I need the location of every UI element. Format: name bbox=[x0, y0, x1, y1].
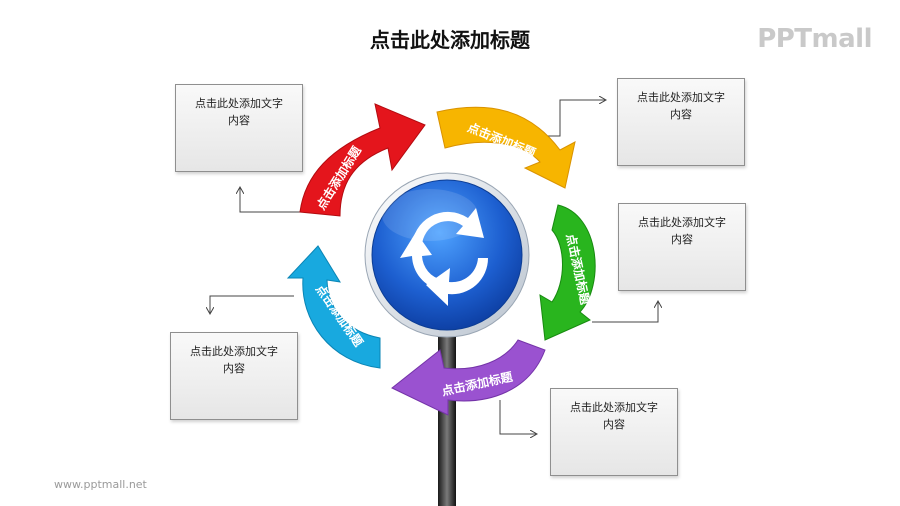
text-box-bottom-right[interactable]: 点击此处添加文字 内容 bbox=[550, 388, 678, 476]
arrow-red bbox=[299, 103, 426, 217]
text-box-line1: 点击此处添加文字 bbox=[190, 345, 278, 358]
text-box-line2: 内容 bbox=[671, 233, 693, 246]
roundabout-sign bbox=[364, 172, 530, 338]
text-box-mid-right[interactable]: 点击此处添加文字 内容 bbox=[618, 203, 746, 291]
arrow-purple bbox=[391, 339, 546, 416]
text-box-line2: 内容 bbox=[223, 362, 245, 375]
text-box-line1: 点击此处添加文字 bbox=[570, 401, 658, 414]
text-box-line1: 点击此处添加文字 bbox=[637, 91, 725, 104]
connector-bottom bbox=[499, 400, 536, 434]
connector-left bbox=[210, 295, 294, 313]
cycle-arrows-icon bbox=[400, 208, 489, 306]
text-box-top-right[interactable]: 点击此处添加文字 内容 bbox=[617, 78, 745, 166]
arrow-yellow bbox=[436, 106, 576, 189]
footer-url: www.pptmall.net bbox=[54, 478, 147, 491]
brand-logo: PPTmall bbox=[757, 24, 872, 54]
connector-top-left bbox=[240, 188, 300, 213]
text-box-line1: 点击此处添加文字 bbox=[195, 97, 283, 110]
text-box-line2: 内容 bbox=[603, 418, 625, 431]
connector-mid-right bbox=[592, 302, 658, 323]
text-box-top-left[interactable]: 点击此处添加文字 内容 bbox=[175, 84, 303, 172]
text-box-left[interactable]: 点击此处添加文字 内容 bbox=[170, 332, 298, 420]
page-title: 点击此处添加标题 bbox=[370, 28, 530, 52]
text-box-line1: 点击此处添加文字 bbox=[638, 216, 726, 229]
arrow-cyan bbox=[286, 245, 381, 369]
text-box-line2: 内容 bbox=[670, 108, 692, 121]
arrow-green bbox=[539, 204, 596, 341]
text-box-line2: 内容 bbox=[228, 114, 250, 127]
connector-top-right bbox=[545, 100, 605, 137]
